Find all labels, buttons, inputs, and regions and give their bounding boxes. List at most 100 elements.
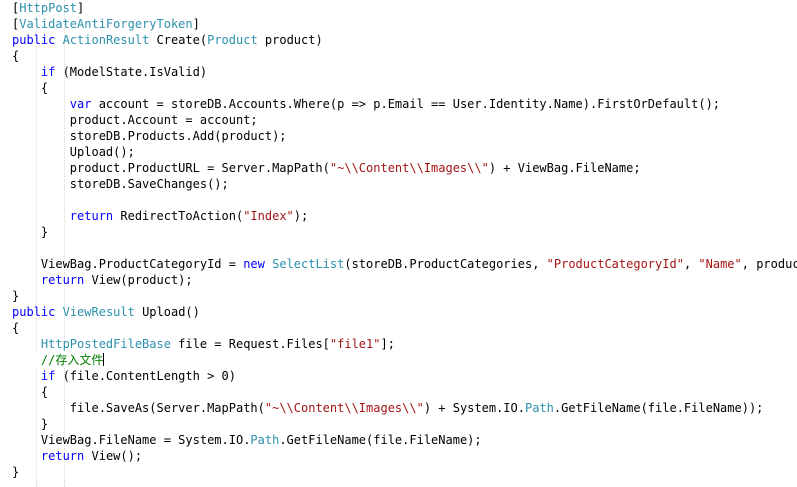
code-text — [12, 369, 41, 383]
string-literal: "~\\Content\\Images\\" — [264, 401, 424, 415]
code-text: ViewBag.FileName = System.IO. — [12, 433, 251, 447]
code-line[interactable]: return RedirectToAction("Index"); — [0, 208, 308, 224]
code-text: product.ProductURL = Server.MapPath( — [12, 161, 330, 175]
type-name: Path — [250, 433, 280, 447]
code-line[interactable]: } — [0, 224, 48, 240]
code-text — [12, 337, 41, 351]
code-text: ViewBag.ProductCategoryId = — [12, 257, 244, 271]
code-text — [12, 65, 41, 79]
indent-guide — [36, 0, 37, 487]
code-text: (ModelState.IsValid) — [55, 65, 208, 79]
type-name: ValidateAntiForgeryToken — [19, 17, 193, 31]
code-text: View(); — [84, 449, 143, 463]
code-text: } — [12, 465, 20, 479]
code-line[interactable]: { — [0, 320, 19, 336]
type-name: ActionResult — [62, 33, 150, 47]
keyword: return — [40, 273, 85, 287]
code-text — [12, 273, 41, 287]
code-text: [ — [12, 17, 20, 31]
code-line[interactable]: var account = storeDB.Accounts.Where(p =… — [0, 96, 720, 112]
keyword: return — [69, 209, 114, 223]
code-line[interactable]: } — [0, 416, 48, 432]
code-line[interactable]: { — [0, 48, 19, 64]
code-text: (storeDB.ProductCategories, — [344, 257, 547, 271]
type-name: SelectList — [272, 257, 345, 271]
code-text: account = storeDB.Accounts.Where(p => p.… — [91, 97, 721, 111]
code-text: Upload() — [134, 305, 200, 319]
code-text: storeDB.SaveChanges(); — [12, 177, 229, 191]
code-line[interactable]: if (file.ContentLength > 0) — [0, 368, 236, 384]
type-name: HttpPostedFileBase — [40, 337, 171, 351]
code-text — [12, 209, 70, 223]
code-text: } — [12, 417, 49, 431]
keyword: if — [40, 369, 56, 383]
code-text: file = Request.Files[ — [170, 337, 330, 351]
code-line[interactable]: return View(); — [0, 448, 142, 464]
code-line[interactable]: } — [0, 288, 19, 304]
code-text: ] — [192, 17, 200, 31]
keyword: public — [12, 33, 56, 47]
code-text: View(product); — [84, 273, 193, 287]
code-line[interactable]: if (ModelState.IsValid) — [0, 64, 207, 80]
code-text: file.SaveAs(Server.MapPath( — [12, 401, 265, 415]
code-line[interactable]: ViewBag.ProductCategoryId = new SelectLi… — [0, 256, 797, 272]
code-line[interactable] — [0, 240, 12, 256]
code-text: .GetFileName(file.FileName); — [279, 433, 482, 447]
code-line[interactable]: product.ProductURL = Server.MapPath("~\\… — [0, 160, 641, 176]
code-text — [12, 97, 70, 111]
code-line[interactable] — [0, 192, 12, 208]
code-text — [55, 33, 62, 47]
code-line[interactable]: HttpPostedFileBase file = Request.Files[… — [0, 336, 395, 352]
type-name: Product — [207, 33, 258, 47]
code-text: } — [12, 289, 20, 303]
code-line[interactable]: storeDB.SaveChanges(); — [0, 176, 229, 192]
string-literal: "Index" — [243, 209, 294, 223]
code-line[interactable]: public ViewResult Upload() — [0, 304, 200, 320]
code-text: storeDB.Products.Add(product); — [12, 129, 287, 143]
code-line[interactable]: { — [0, 80, 48, 96]
code-text: { — [12, 81, 49, 95]
type-name: ViewResult — [62, 305, 135, 319]
code-text: , — [683, 257, 699, 271]
comment: //存入文件 — [40, 353, 104, 367]
code-text: .GetFileName(file.FileName)); — [553, 401, 764, 415]
code-line[interactable]: return View(product); — [0, 272, 193, 288]
keyword: if — [40, 65, 56, 79]
type-name: HttpPost — [19, 1, 78, 15]
code-text: Upload(); — [12, 145, 135, 159]
keyword: return — [40, 449, 85, 463]
code-text: ) + System.IO. — [423, 401, 525, 415]
code-text: (file.ContentLength > 0) — [55, 369, 236, 383]
code-line[interactable]: { — [0, 384, 48, 400]
code-line[interactable]: [HttpPost] — [0, 0, 84, 16]
code-line[interactable]: //存入文件 — [0, 352, 105, 368]
code-line[interactable]: [ValidateAntiForgeryToken] — [0, 16, 200, 32]
code-line[interactable]: file.SaveAs(Server.MapPath("~\\Content\\… — [0, 400, 764, 416]
code-text: } — [12, 225, 49, 239]
code-text: { — [12, 321, 20, 335]
code-text: { — [12, 385, 49, 399]
code-text: ] — [77, 1, 85, 15]
code-line[interactable]: ViewBag.FileName = System.IO.Path.GetFil… — [0, 432, 482, 448]
code-line[interactable]: } — [0, 464, 19, 480]
code-text: RedirectToAction( — [113, 209, 244, 223]
code-text: product) — [257, 33, 323, 47]
code-line[interactable]: public ActionResult Create(Product produ… — [0, 32, 323, 48]
string-literal: "ProductCategoryId" — [546, 257, 684, 271]
code-text: ]; — [380, 337, 395, 351]
code-line[interactable]: Upload(); — [0, 144, 135, 160]
code-text: { — [12, 49, 20, 63]
string-literal: "file1" — [329, 337, 381, 351]
code-text — [12, 449, 41, 463]
code-text: , product.P — [741, 257, 797, 271]
code-text: ); — [293, 209, 309, 223]
text-caret — [103, 353, 105, 366]
code-text: ) + ViewBag.FileName; — [488, 161, 641, 175]
code-text — [55, 305, 62, 319]
code-line[interactable]: storeDB.Products.Add(product); — [0, 128, 287, 144]
keyword: public — [12, 305, 56, 319]
code-text: Create( — [149, 33, 208, 47]
code-line[interactable]: product.Account = account; — [0, 112, 258, 128]
indent-guide — [64, 0, 65, 487]
